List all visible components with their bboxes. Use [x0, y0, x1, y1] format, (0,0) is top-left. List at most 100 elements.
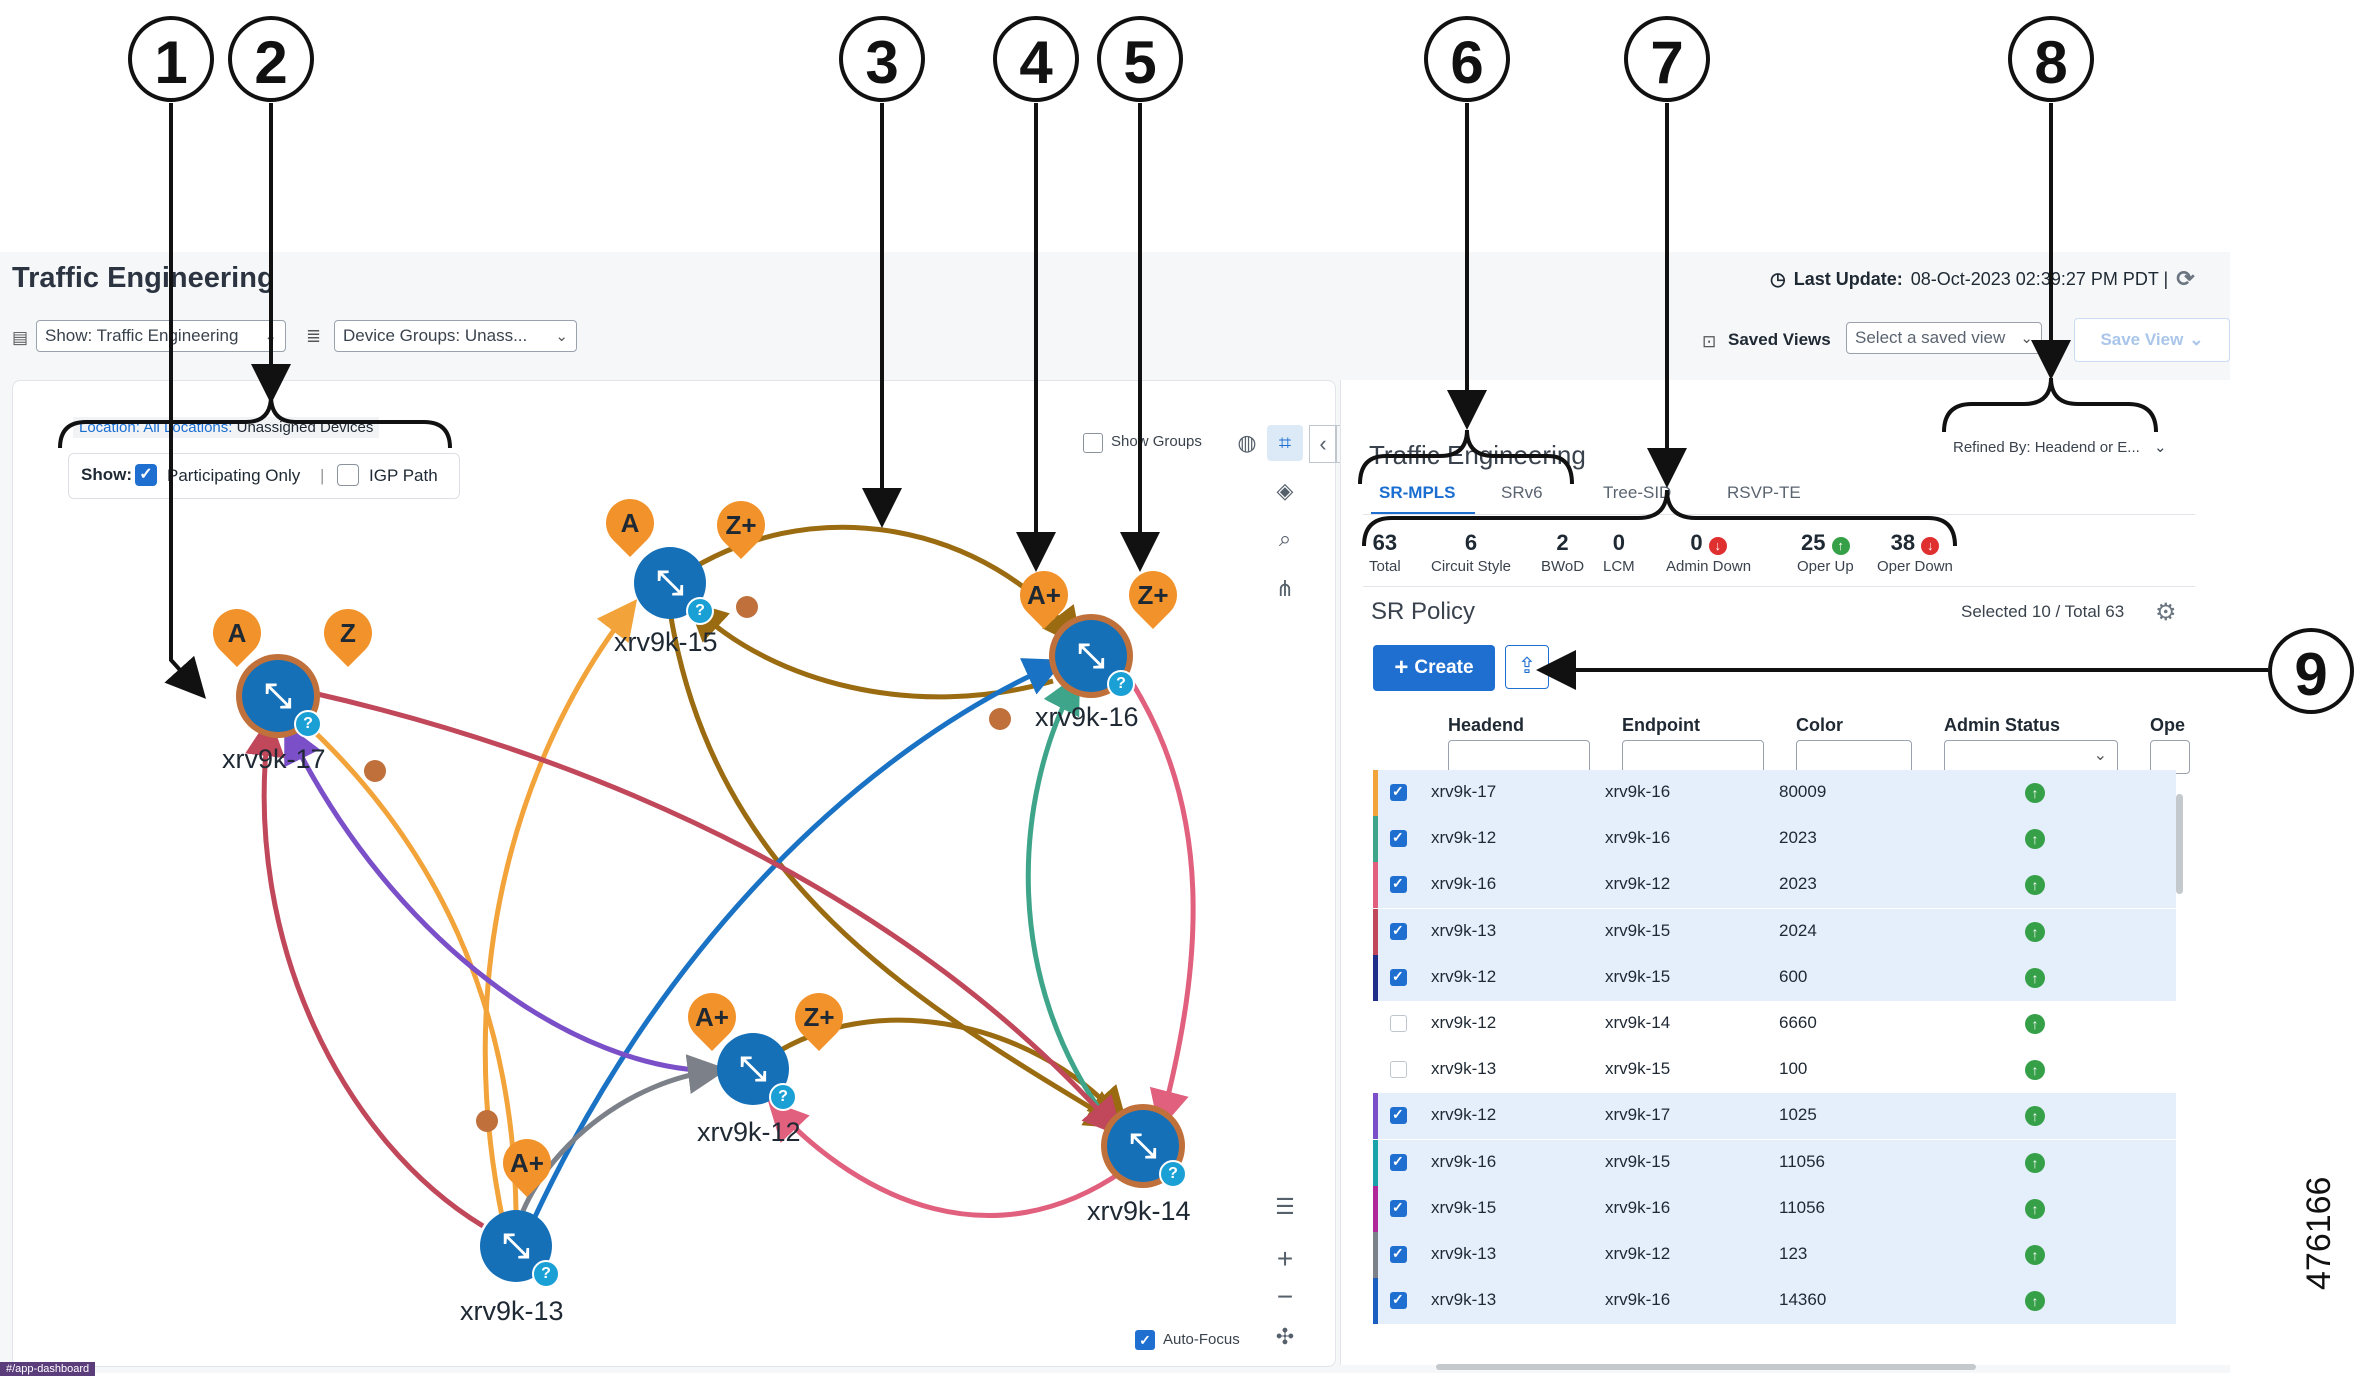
layers-icon[interactable]: ◈ [1276, 478, 1294, 503]
show-groups-checkbox[interactable] [1083, 433, 1103, 453]
row-checkbox[interactable] [1390, 783, 1407, 801]
link-15-14 [667, 610, 1126, 1129]
row-checkbox[interactable] [1390, 1245, 1407, 1263]
page-title: Traffic Engineering [12, 262, 275, 294]
admin-status-up-icon: ↑ [2025, 829, 2045, 850]
table-scrollbar[interactable] [2176, 794, 2183, 894]
router-node-xrv9k-17[interactable]: ⤡? [236, 654, 322, 738]
cell-headend: xrv9k-13 [1431, 1290, 1497, 1310]
cell-color: 123 [1779, 1244, 1808, 1263]
router-node-xrv9k-16[interactable]: ⤡? [1049, 614, 1135, 698]
igp-path-checkbox[interactable] [337, 464, 359, 486]
router-node-xrv9k-14[interactable]: ⤡? [1101, 1104, 1187, 1188]
admin-status-filter-select[interactable]: ⌄ [1944, 740, 2118, 774]
column-admin-status[interactable]: Admin Status [1944, 715, 2061, 735]
callout-1: 1 [128, 16, 214, 102]
row-color-bar [1373, 954, 1378, 1001]
callout-8: 8 [2008, 16, 2094, 102]
cell-headend: xrv9k-16 [1431, 874, 1497, 894]
stat-oper-up[interactable]: 25 ↑Oper Up [1797, 530, 1854, 575]
color-filter-input[interactable] [1796, 740, 1912, 774]
column-headend[interactable]: Headend [1448, 715, 1525, 735]
fit-view-icon[interactable]: ✣ [1275, 1324, 1295, 1349]
create-button[interactable]: +Create [1373, 645, 1495, 691]
refresh-icon[interactable]: ⟳ [2176, 266, 2195, 291]
topology-map[interactable]: Location: All Locations: Unassigned Devi… [12, 380, 1363, 1367]
column-endpoint[interactable]: Endpoint [1622, 715, 1700, 735]
list-icon[interactable]: ☰ [1275, 1194, 1295, 1219]
row-checkbox[interactable] [1390, 1153, 1407, 1171]
tab-rsvp-te[interactable]: RSVP-TE [1727, 483, 1801, 502]
row-checkbox[interactable] [1390, 922, 1407, 940]
topology-links [245, 524, 1196, 1229]
row-checkbox[interactable] [1390, 968, 1407, 986]
row-checkbox[interactable] [1390, 1291, 1407, 1310]
traffic-engineering-app: Traffic Engineering ◷ Last Update: 08-Oc… [0, 252, 2231, 1376]
row-checkbox[interactable] [1390, 829, 1407, 848]
row-checkbox[interactable] [1390, 1106, 1407, 1125]
admin-status-up-icon: ↑ [2025, 875, 2045, 896]
chevron-down-icon: ⌄ [2020, 330, 2033, 347]
stat-oper-down[interactable]: 38 ↓Oper Down [1877, 530, 1953, 575]
row-checkbox[interactable] [1390, 1061, 1407, 1079]
tab-sr-mpls[interactable]: SR-MPLS [1379, 483, 1456, 502]
save-view-label: Save View [2100, 330, 2184, 349]
topology-icon[interactable]: ⌗ [1267, 425, 1303, 461]
column-color[interactable]: Color [1796, 715, 1843, 735]
row-checkbox[interactable] [1390, 1015, 1407, 1032]
show-filter-icon: ▤ [12, 328, 29, 347]
chevron-left-icon[interactable]: ‹ [1309, 425, 1337, 463]
oper-status-filter[interactable] [2150, 740, 2190, 774]
refined-by-select[interactable]: Refined By: Headend or E... ⌄ [1953, 438, 2167, 456]
stat-admin-down[interactable]: 0 ↓Admin Down [1666, 530, 1752, 575]
auto-focus-label: Auto-Focus [1163, 1331, 1240, 1348]
row-checkbox[interactable] [1390, 1199, 1407, 1217]
router-node-xrv9k-15[interactable]: ⤡? [628, 541, 714, 625]
zoom-out-icon[interactable]: − [1276, 1281, 1294, 1312]
router-node-xrv9k-12[interactable]: ⤡? [711, 1027, 797, 1111]
globe-icon[interactable]: ◍ [1237, 430, 1257, 455]
saved-view-select[interactable]: Select a saved view ⌄ [1846, 322, 2042, 354]
settings-gear-icon[interactable]: ⚙ [2155, 599, 2177, 626]
headend-filter-input[interactable] [1448, 740, 1590, 774]
column-oper-status[interactable]: Ope [2150, 715, 2186, 735]
device-groups-select[interactable]: Device Groups: Unass... ⌄ [334, 320, 577, 352]
search-icon[interactable]: ⌕ [1278, 526, 1292, 551]
down-status-icon: ↓ [1921, 537, 1940, 555]
admin-status-up-icon: ↑ [2025, 1291, 2045, 1312]
hierarchy-icon[interactable]: ⋔ [1275, 576, 1295, 601]
horizontal-scrollbar[interactable] [1436, 1364, 1976, 1370]
zoom-in-icon[interactable]: + [1276, 1243, 1294, 1274]
cell-color: 11056 [1779, 1197, 1826, 1217]
row-checkbox[interactable] [1390, 875, 1407, 894]
cell-headend: xrv9k-12 [1431, 828, 1497, 848]
cell-endpoint: xrv9k-14 [1605, 1013, 1671, 1032]
create-label: Create [1414, 657, 1474, 678]
tab-srv6[interactable]: SRv6 [1501, 483, 1543, 502]
auto-focus-checkbox[interactable]: ✓ [1135, 1330, 1155, 1350]
participating-only-checkbox[interactable]: ✓ [135, 464, 157, 486]
row-color-bar [1373, 1185, 1378, 1232]
cell-endpoint: xrv9k-15 [1605, 966, 1671, 986]
show-select[interactable]: Show: Traffic Engineering ⌄ [36, 320, 286, 352]
save-view-button[interactable]: Save View ⌄ [2074, 318, 2230, 362]
router-node-xrv9k-13[interactable]: ⤡? [474, 1204, 560, 1288]
figure-id: 476166 [2300, 1176, 2338, 1290]
cell-endpoint: xrv9k-16 [1605, 1290, 1671, 1310]
